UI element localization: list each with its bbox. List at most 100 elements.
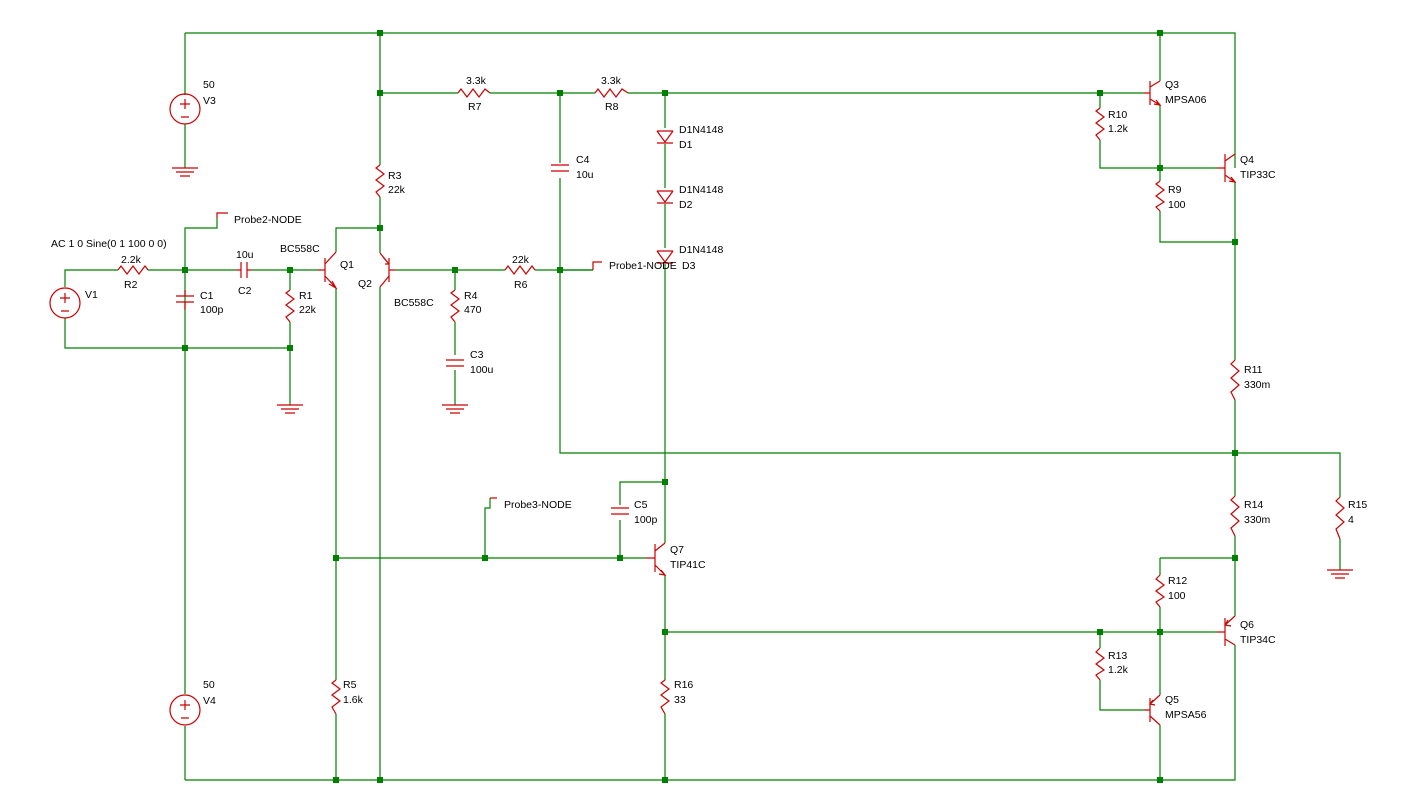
d3-diode[interactable]: D1N4148 D3 xyxy=(656,244,724,272)
v4-source[interactable]: 50 V4 xyxy=(169,679,216,726)
c3-capacitor[interactable]: C3 100u xyxy=(446,349,494,376)
r2-ref: R2 xyxy=(124,279,138,291)
d3-ref: D3 xyxy=(682,260,696,272)
v3-ref: V3 xyxy=(203,95,216,107)
c1-capacitor[interactable]: C1 100p xyxy=(176,290,224,316)
junction-node xyxy=(662,90,668,96)
junction-node xyxy=(1232,450,1238,456)
probe3-marker[interactable]: Probe3-NODE xyxy=(490,497,572,511)
c3-value: 100u xyxy=(470,364,494,376)
q6-transistor[interactable]: Q6 TIP34C xyxy=(1217,615,1276,646)
r12-value: 100 xyxy=(1168,590,1186,602)
ground-symbols xyxy=(172,167,1353,579)
q7-transistor[interactable]: Q7 TIP41C xyxy=(646,542,706,576)
probe1-marker[interactable]: Probe1-NODE xyxy=(592,260,677,272)
q2-model: BC558C xyxy=(394,297,434,309)
c2-ref: C2 xyxy=(238,285,252,297)
c1-ref: C1 xyxy=(200,290,214,302)
r1-value: 22k xyxy=(299,304,317,316)
junction-node xyxy=(1157,165,1163,171)
q3-model: MPSA06 xyxy=(1165,94,1207,106)
r5-value: 1.6k xyxy=(343,694,364,706)
q7-model: TIP41C xyxy=(670,559,706,571)
r2-value: 2.2k xyxy=(121,254,142,266)
probe3-label: Probe3-NODE xyxy=(504,499,572,511)
r13-value: 1.2k xyxy=(1108,664,1129,676)
r7-value: 3.3k xyxy=(466,75,487,87)
c4-capacitor[interactable]: C4 10u xyxy=(551,154,594,181)
q2-ref: Q2 xyxy=(358,278,372,290)
c5-value: 100p xyxy=(634,514,658,526)
junction-node xyxy=(557,267,563,273)
junction-node xyxy=(557,90,563,96)
r8-ref: R8 xyxy=(605,101,619,113)
r11-value: 330m xyxy=(1244,379,1271,391)
r15-resistor[interactable]: R15 4 xyxy=(1335,496,1367,540)
r10-value: 1.2k xyxy=(1108,123,1129,135)
junction-node xyxy=(1157,777,1163,783)
r1-ref: R1 xyxy=(299,290,313,302)
q3-transistor[interactable]: Q3 MPSA06 xyxy=(1144,79,1207,106)
r16-value: 33 xyxy=(674,694,686,706)
r5-resistor[interactable]: R5 1.6k xyxy=(331,679,364,715)
r2-resistor[interactable]: 2.2k R2 xyxy=(117,254,149,291)
r4-resistor[interactable]: R4 470 xyxy=(450,289,482,323)
q3-ref: Q3 xyxy=(1165,79,1179,91)
junction-node xyxy=(662,479,668,485)
junction-node xyxy=(1157,629,1163,635)
d3-model: D1N4148 xyxy=(679,244,724,256)
r5-ref: R5 xyxy=(343,679,357,691)
probe2-marker[interactable]: Probe2-NODE xyxy=(216,212,302,226)
v3-source[interactable]: 50 V3 xyxy=(169,79,216,125)
r16-resistor[interactable]: R16 33 xyxy=(660,679,693,715)
r14-resistor[interactable]: R14 330m xyxy=(1230,495,1271,537)
r10-resistor[interactable]: R10 1.2k xyxy=(1095,107,1129,141)
q4-transistor[interactable]: Q4 TIP33C xyxy=(1217,153,1276,183)
ground-icon xyxy=(442,404,468,414)
q2-transistor[interactable]: Q2 BC558C xyxy=(358,252,434,309)
q4-model: TIP33C xyxy=(1240,169,1276,181)
v1-spec: AC 1 0 Sine(0 1 100 0 0) xyxy=(51,238,167,250)
r12-resistor[interactable]: R12 100 xyxy=(1155,574,1187,608)
junction-node xyxy=(377,90,383,96)
c2-value: 10u xyxy=(236,249,254,261)
r11-ref: R11 xyxy=(1244,364,1263,376)
probe2-label: Probe2-NODE xyxy=(234,214,302,226)
junction-node xyxy=(1097,90,1103,96)
r11-resistor[interactable]: R11 330m xyxy=(1230,359,1271,401)
r14-ref: R14 xyxy=(1244,499,1263,511)
r15-value: 4 xyxy=(1348,514,1354,526)
d1-diode[interactable]: D1N4148 D1 xyxy=(656,124,724,151)
c2-capacitor[interactable]: 10u C2 xyxy=(236,249,254,297)
r9-resistor[interactable]: R9 100 xyxy=(1155,180,1186,212)
r3-resistor[interactable]: R3 22k xyxy=(375,164,406,198)
v3-value: 50 xyxy=(203,79,215,91)
q1-ref: Q1 xyxy=(340,259,354,271)
r16-ref: R16 xyxy=(674,679,693,691)
r9-value: 100 xyxy=(1168,199,1186,211)
r6-resistor[interactable]: 22k R6 xyxy=(504,254,536,291)
r7-ref: R7 xyxy=(468,101,482,113)
q1-transistor[interactable]: Q1 BC558C xyxy=(280,243,354,290)
r3-ref: R3 xyxy=(388,170,402,182)
r13-resistor[interactable]: R13 1.2k xyxy=(1095,647,1129,681)
r6-value: 22k xyxy=(512,254,530,266)
c4-ref: C4 xyxy=(576,154,590,166)
r3-value: 22k xyxy=(388,184,406,196)
r13-ref: R13 xyxy=(1108,650,1127,662)
q5-transistor[interactable]: Q5 MPSA56 xyxy=(1144,694,1207,726)
r1-resistor[interactable]: R1 22k xyxy=(285,289,317,323)
r6-ref: R6 xyxy=(514,279,528,291)
junction-nodes xyxy=(182,30,1238,783)
d1-ref: D1 xyxy=(679,139,693,151)
c1-value: 100p xyxy=(200,304,224,316)
v1-source[interactable]: V1 AC 1 0 Sine(0 1 100 0 0) xyxy=(49,238,167,319)
d2-diode[interactable]: D1N4148 D2 xyxy=(656,184,724,211)
c5-capacitor[interactable]: C5 100p xyxy=(611,499,658,526)
q6-ref: Q6 xyxy=(1240,619,1254,631)
r7-resistor[interactable]: 3.3k R7 xyxy=(457,75,491,113)
probe1-label: Probe1-NODE xyxy=(609,260,677,272)
c5-ref: C5 xyxy=(634,499,648,511)
r8-resistor[interactable]: 3.3k R8 xyxy=(594,75,629,113)
